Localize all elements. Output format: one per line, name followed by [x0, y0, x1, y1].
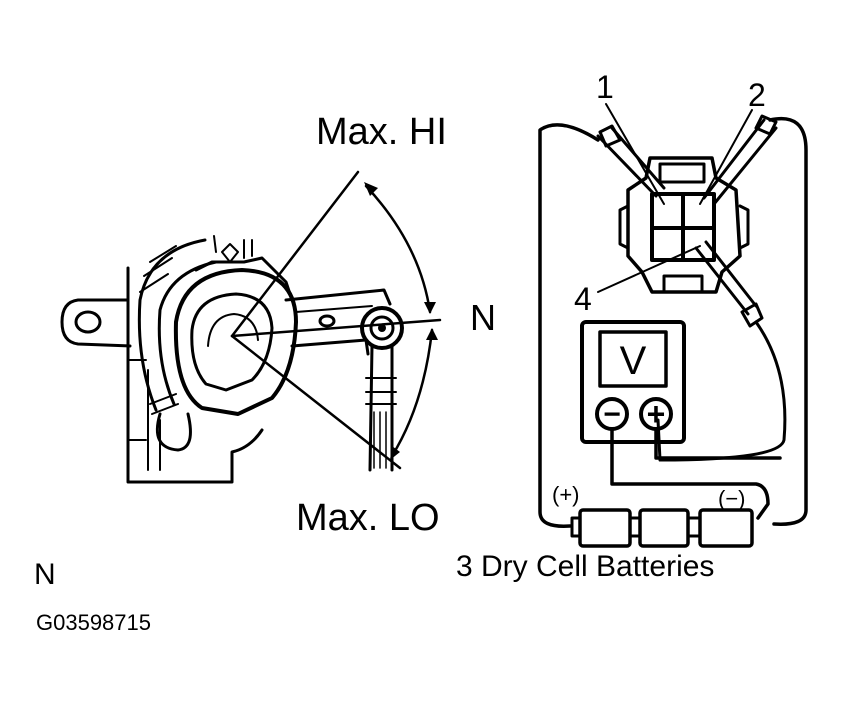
sensor-assembly — [60, 235, 404, 484]
position-note: N — [34, 558, 56, 591]
meter-minus-sign: − — [603, 398, 621, 431]
lo-arc — [390, 328, 434, 458]
terminal-1-label: 1 — [596, 69, 614, 105]
connector — [618, 156, 750, 294]
terminal-2-label: 2 — [748, 77, 766, 113]
probe-2 — [702, 118, 778, 206]
test-circuit: V − + (+) (−) — [538, 114, 808, 548]
hi-arc — [364, 184, 432, 314]
meter-plus-wire — [654, 428, 782, 460]
probe-4 — [694, 240, 758, 316]
right-wire — [768, 116, 808, 526]
lo-arrow-bottom — [390, 446, 400, 460]
max-lo-line — [230, 334, 402, 470]
angle-indicator — [230, 170, 442, 470]
meter-plus-sign: + — [647, 396, 666, 432]
meter-minus-wire — [610, 428, 770, 520]
terminal-4-label: 4 — [574, 281, 592, 317]
battery-caption: 3 Dry Cell Batteries — [456, 550, 714, 583]
neutral-label: N — [470, 297, 496, 338]
voltmeter-label: V — [620, 339, 647, 383]
battery-minus-label: (−) — [718, 486, 746, 511]
battery-pack — [570, 508, 754, 548]
max-hi-line — [230, 170, 360, 338]
outer-wire — [538, 123, 600, 528]
figure-id: G03598715 — [36, 610, 151, 635]
max-hi-label: Max. HI — [316, 111, 447, 153]
max-lo-label: Max. LO — [296, 497, 440, 539]
lo-arrow-top — [426, 328, 438, 340]
probe-4-wire — [656, 320, 787, 462]
battery-plus-label: (+) — [552, 482, 580, 507]
neutral-line — [230, 318, 442, 338]
hi-arrow-top — [364, 182, 378, 196]
hi-arrow-bottom — [424, 302, 436, 314]
